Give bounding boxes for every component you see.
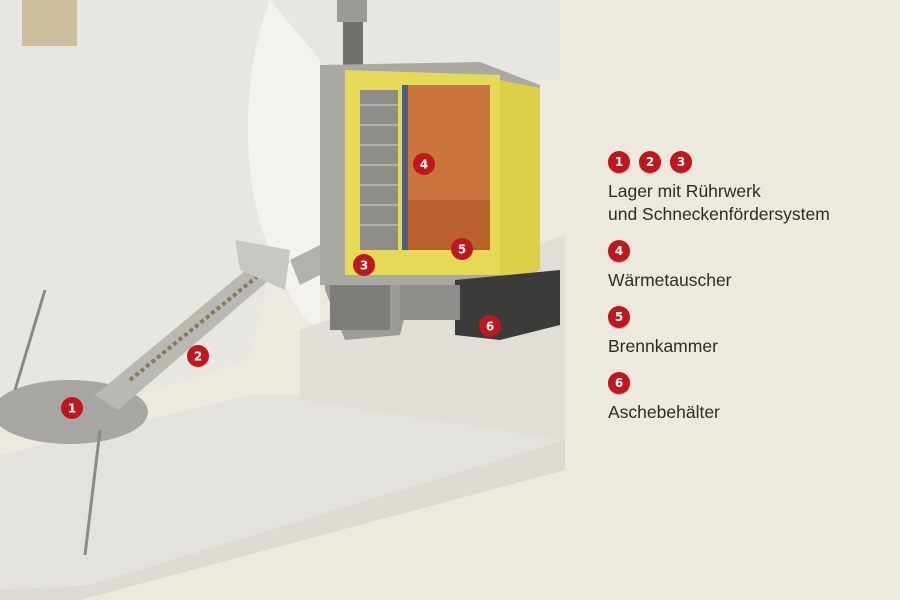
legend-badge: 4 (608, 240, 630, 262)
marker-number: 3 (360, 259, 368, 273)
agitator-arm-right (83, 429, 102, 556)
marker-1: 1 (61, 397, 83, 419)
legend-badge: 2 (639, 151, 661, 173)
marker-circle (413, 153, 435, 175)
grate-drive (400, 285, 460, 320)
legend-label: Brennkammer (608, 336, 718, 356)
marker-circle (61, 397, 83, 419)
legend-badges: 6 (608, 371, 893, 395)
legend-label: Aschebehälter (608, 402, 720, 422)
agitator-arm-left (13, 289, 47, 391)
marker-number: 5 (458, 243, 466, 257)
marker-4: 4 (413, 153, 435, 175)
auger-wall-passage (235, 240, 290, 290)
marker-circle (451, 238, 473, 260)
heat-exchanger-tubes (360, 90, 398, 250)
marker-number: 6 (486, 320, 494, 334)
burner-zone (402, 200, 490, 250)
legend-label: Wärmetauscher (608, 270, 732, 290)
legend-badges: 5 (608, 305, 893, 329)
heat-exchanger-fins (360, 104, 398, 226)
wooden-beam (22, 0, 77, 46)
marker-circle (187, 345, 209, 367)
legend-badge: 1 (608, 151, 630, 173)
wall-opening (248, 0, 320, 330)
marker-3: 3 (353, 254, 375, 276)
flue-pipe (343, 22, 363, 70)
legend-badges: 4 (608, 239, 893, 263)
floor-surface (0, 395, 565, 590)
markers: 1 2 3 4 5 6 (61, 153, 501, 419)
marker-circle (479, 315, 501, 337)
legend-badge: 5 (608, 306, 630, 328)
legend-badge: 6 (608, 372, 630, 394)
marker-number: 1 (68, 402, 76, 416)
marker-number: 2 (194, 350, 202, 364)
feed-motor (330, 280, 390, 330)
water-jacket (402, 85, 408, 250)
marker-5: 5 (451, 238, 473, 260)
marker-circle (353, 254, 375, 276)
marker-6: 6 (479, 315, 501, 337)
legend-label: Lager mit Rührwerk und Schneckenfördersy… (608, 181, 830, 224)
flue-pipe-top (337, 0, 367, 22)
boiler-side-panel (500, 80, 540, 282)
legend-badge: 3 (670, 151, 692, 173)
marker-number: 4 (420, 158, 428, 172)
auger-screw (128, 260, 277, 382)
marker-2: 2 (187, 345, 209, 367)
